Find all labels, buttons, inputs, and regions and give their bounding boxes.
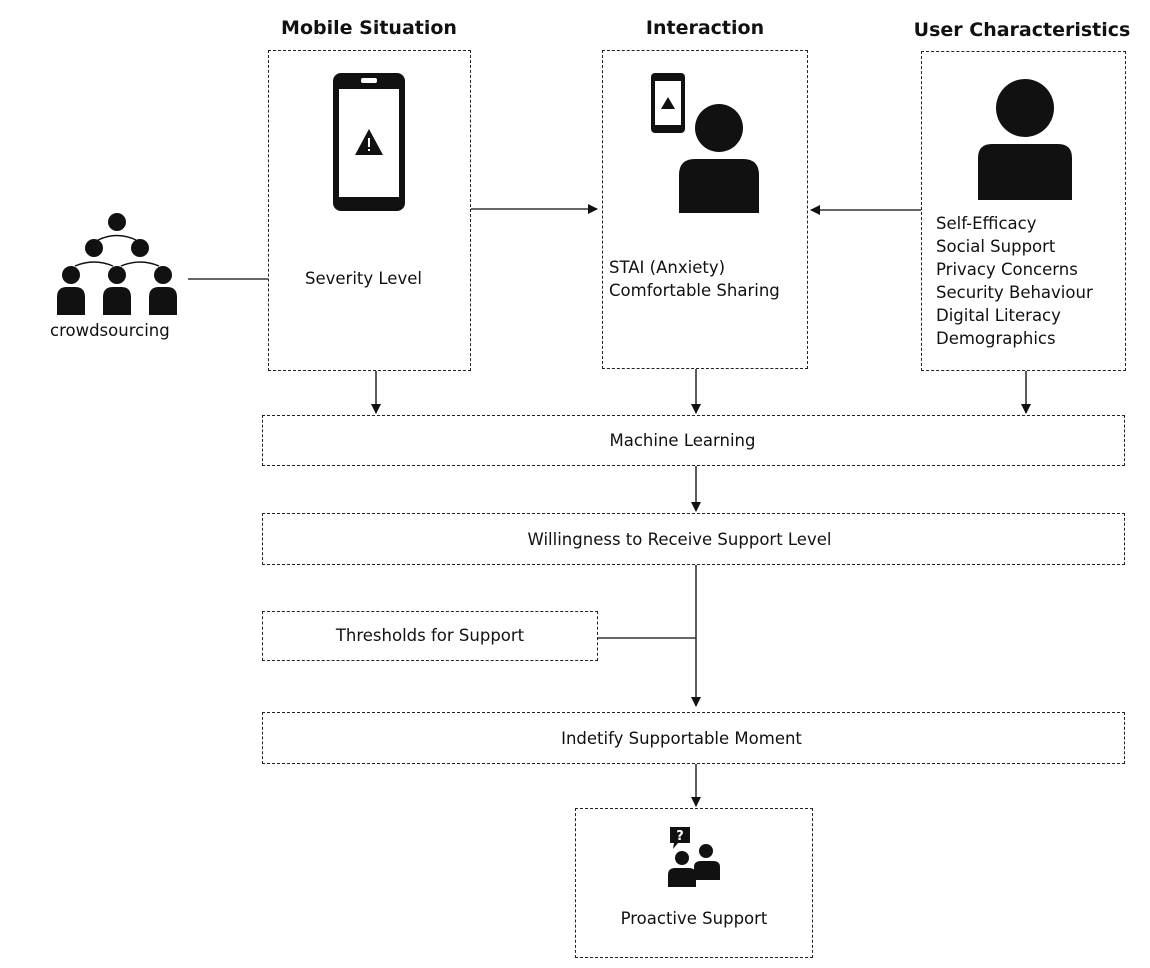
characteristic-item: Privacy Concerns	[936, 260, 1078, 279]
interaction-line: Comfortable Sharing	[609, 281, 780, 300]
crowdsourcing-label: crowdsourcing	[50, 321, 170, 340]
characteristic-item: Social Support	[936, 237, 1056, 256]
willingness-box: Willingness to Receive Support Level	[262, 513, 1125, 565]
person-icon	[978, 79, 1072, 200]
mobile-situation-box: Severity Level	[268, 50, 471, 371]
characteristic-item: Demographics	[936, 329, 1056, 348]
characteristic-item: Self-Efficacy	[936, 214, 1037, 233]
willingness-label: Willingness to Receive Support Level	[527, 530, 832, 549]
identify-box: Indetify Supportable Moment	[262, 712, 1125, 764]
phone-warning-icon	[333, 73, 405, 211]
user-characteristics-box: Self-Efficacy Social Support Privacy Con…	[921, 51, 1126, 371]
machine-learning-label: Machine Learning	[609, 431, 756, 450]
person-with-phone-icon	[651, 73, 759, 213]
thresholds-label: Thresholds for Support	[335, 626, 525, 645]
user-characteristics-lines: Self-Efficacy Social Support Privacy Con…	[936, 212, 1093, 350]
severity-level-label: Severity Level	[305, 269, 422, 288]
interaction-lines: STAI (Anxiety) Comfortable Sharing	[609, 256, 780, 302]
proactive-support-box: ? Proactive Support	[575, 808, 813, 958]
identify-label: Indetify Supportable Moment	[561, 729, 802, 748]
heading-interaction: Interaction	[645, 17, 765, 39]
characteristic-item: Security Behaviour	[936, 283, 1093, 302]
machine-learning-box: Machine Learning	[262, 415, 1125, 466]
interaction-box: STAI (Anxiety) Comfortable Sharing	[602, 50, 808, 369]
support-chat-icon: ?	[668, 827, 720, 887]
interaction-line: STAI (Anxiety)	[609, 258, 726, 277]
thresholds-box: Thresholds for Support	[262, 611, 598, 661]
svg-text:?: ?	[676, 829, 684, 844]
characteristic-item: Digital Literacy	[936, 306, 1061, 325]
heading-user-characteristics: User Characteristics	[913, 19, 1131, 41]
heading-mobile-situation: Mobile Situation	[281, 17, 457, 39]
proactive-support-label: Proactive Support	[620, 909, 768, 928]
crowd-icon	[57, 213, 177, 315]
